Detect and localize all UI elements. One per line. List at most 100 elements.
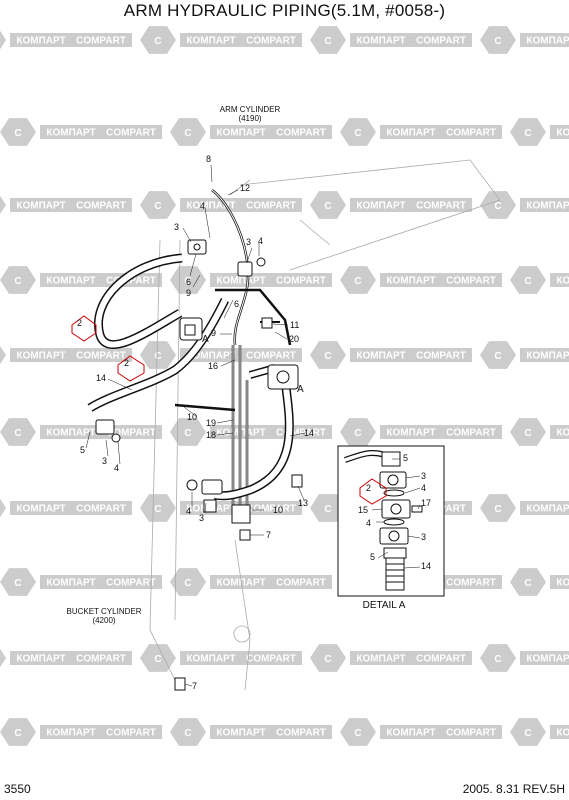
watermark-text: КОМПАРТ xyxy=(16,654,65,665)
watermark-emblem-letter: C xyxy=(14,276,21,287)
part-2-left-label: 2 xyxy=(77,318,82,328)
watermark-emblem xyxy=(510,418,546,446)
watermark-ribbon xyxy=(240,33,302,47)
watermark-text: COMPART xyxy=(76,504,126,515)
watermark-emblem-letter: C xyxy=(494,654,501,665)
view-marker-a-left: A xyxy=(202,334,209,345)
part-4-right-label: 4 xyxy=(258,236,263,246)
watermark-emblem-letter: C xyxy=(154,351,161,362)
cylinder-labels: ARM CYLINDER (4190) BUCKET CYLINDER (420… xyxy=(67,105,406,625)
watermark-emblem-letter: C xyxy=(324,504,331,515)
view-marker-a-right: A xyxy=(297,384,304,395)
part-3-lower-label: 3 xyxy=(102,456,107,466)
watermark-emblem xyxy=(480,494,516,522)
watermark-emblem-letter: C xyxy=(354,128,361,139)
watermark-text: КОМПАРТ xyxy=(46,128,95,139)
watermark-ribbon xyxy=(440,725,502,739)
callout-hex-2-left xyxy=(71,315,97,342)
watermark-emblem-letter: C xyxy=(184,428,191,439)
watermark-text: КОМПАРТ xyxy=(386,128,435,139)
watermark-text: COMPART xyxy=(76,351,126,362)
watermark-text: COMPART xyxy=(106,276,156,287)
watermark-text: COMPART xyxy=(416,654,466,665)
watermark-emblem xyxy=(140,26,176,54)
watermark-text: COMPART xyxy=(446,728,496,739)
watermark-emblem xyxy=(170,418,206,446)
watermark-ribbon xyxy=(380,125,442,139)
watermark-text: КОМПАРТ xyxy=(216,276,265,287)
bucket-cylinder-code: (4200) xyxy=(92,616,115,625)
watermark-text: COMPART xyxy=(106,578,156,589)
watermark-emblem xyxy=(510,568,546,596)
part-4-lower-label: 4 xyxy=(114,463,119,473)
watermark-ribbon xyxy=(520,198,569,212)
watermark-ribbon xyxy=(100,725,162,739)
part-15-label: 15 xyxy=(358,505,368,515)
arm-structure-outline xyxy=(149,159,501,691)
flange-lower-mid xyxy=(201,479,223,495)
watermark-ribbon xyxy=(520,501,569,515)
watermark-text: КОМПАРТ xyxy=(386,428,435,439)
watermark-ribbon xyxy=(240,651,302,665)
watermark-emblem-letter: C xyxy=(184,578,191,589)
part-10-mid-label: 10 xyxy=(187,412,197,422)
watermark-ribbon xyxy=(70,501,132,515)
watermark-ribbon xyxy=(240,501,302,515)
watermark-emblem-letter: C xyxy=(524,128,531,139)
watermark-ribbon xyxy=(40,125,102,139)
watermark-text: COMPART xyxy=(246,351,296,362)
part-12-label: 12 xyxy=(240,183,250,193)
watermark-text: COMPART xyxy=(106,128,156,139)
watermark-emblem xyxy=(0,568,36,596)
watermark-ribbon xyxy=(550,125,569,139)
bucket-cylinder-label: BUCKET CYLINDER xyxy=(67,607,142,616)
part-18-label: 18 xyxy=(206,430,216,440)
watermark-ribbon xyxy=(70,348,132,362)
watermark-ribbon xyxy=(210,273,272,287)
watermark-emblem xyxy=(0,118,36,146)
part-3-bottom-label: 3 xyxy=(199,513,204,523)
watermark-ribbon xyxy=(100,575,162,589)
arm-cylinder-label: ARM CYLINDER xyxy=(220,105,281,114)
callout-hex-2-mid xyxy=(117,355,145,382)
watermark-emblem xyxy=(0,195,6,215)
watermark-text: КОМПАРТ xyxy=(356,201,405,212)
watermark-emblem-letter: C xyxy=(324,351,331,362)
watermark-text: COMPART xyxy=(246,36,296,47)
watermark-text: КОМПАРТ xyxy=(526,351,569,362)
watermark-emblem xyxy=(480,341,516,369)
watermark-emblem xyxy=(0,266,36,294)
detail-a-box xyxy=(337,445,445,597)
watermark-text: КОМПАРТ xyxy=(186,36,235,47)
watermark-text: КОМПАРТ xyxy=(46,728,95,739)
watermark-text: КОМПАРТ xyxy=(16,36,65,47)
watermark-text: КОМПАРТ xyxy=(556,578,569,589)
watermark-ribbon xyxy=(270,725,332,739)
watermark-ribbon xyxy=(70,198,132,212)
watermark-text: КОМПАРТ xyxy=(216,578,265,589)
watermark-text: КОМПАРТ xyxy=(186,201,235,212)
watermark-ribbon xyxy=(440,425,502,439)
watermark-text: COMPART xyxy=(446,578,496,589)
watermark-ribbon xyxy=(40,425,102,439)
watermark-emblem-letter: C xyxy=(154,201,161,212)
watermark-emblem xyxy=(510,266,546,294)
watermark-emblem xyxy=(340,418,376,446)
watermark-ribbon xyxy=(270,575,332,589)
watermark-text: COMPART xyxy=(76,201,126,212)
watermark-ribbon xyxy=(410,33,472,47)
callout-hexagons xyxy=(71,315,387,505)
watermark-text: КОМПАРТ xyxy=(216,728,265,739)
part-14-detail-label: 14 xyxy=(421,561,431,571)
fittings xyxy=(95,239,303,691)
watermark-emblem-letter: C xyxy=(14,728,21,739)
watermark-emblem-letter: C xyxy=(14,128,21,139)
watermark-emblem-letter: C xyxy=(524,428,531,439)
watermark-emblem xyxy=(140,644,176,672)
watermark-ribbon xyxy=(380,273,442,287)
watermark-emblem-letter: C xyxy=(184,728,191,739)
watermark-emblem xyxy=(0,345,6,365)
watermark-ribbon xyxy=(410,651,472,665)
watermark-emblem xyxy=(310,644,346,672)
watermark-emblem xyxy=(140,191,176,219)
